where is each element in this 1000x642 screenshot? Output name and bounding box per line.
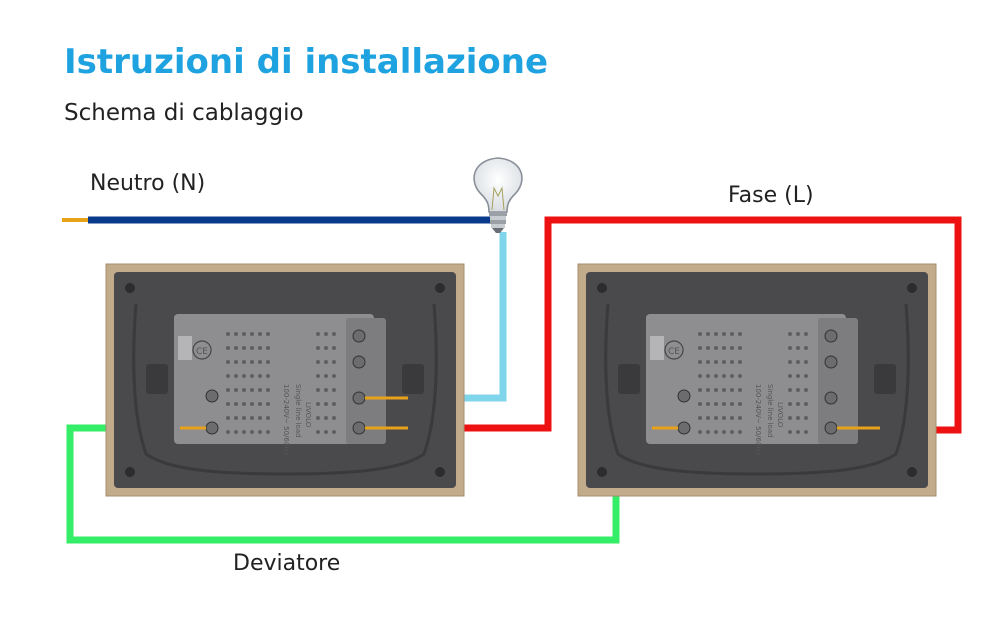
traveler-label: Deviatore bbox=[233, 551, 341, 576]
light-bulb-icon bbox=[473, 157, 523, 233]
svg-text:Single line load: Single line load bbox=[294, 384, 302, 438]
svg-text:LIVOLO: LIVOLO bbox=[776, 402, 784, 428]
page-title: Istruzioni di installazione bbox=[64, 42, 549, 82]
svg-text:CE: CE bbox=[196, 347, 208, 357]
svg-text:CE: CE bbox=[668, 347, 680, 357]
neutral-label: Neutro (N) bbox=[90, 171, 206, 196]
svg-text:100-240V~ 50/60Hz: 100-240V~ 50/60Hz bbox=[282, 384, 290, 456]
svg-text:Single line load: Single line load bbox=[766, 384, 774, 438]
phase-label: Fase (L) bbox=[728, 183, 814, 208]
switch-1: CE 100-240V~ 50/60Hz Single line load LI… bbox=[105, 263, 465, 497]
svg-text:LIVOLO: LIVOLO bbox=[304, 402, 312, 428]
svg-text:100-240V~ 50/60Hz: 100-240V~ 50/60Hz bbox=[754, 384, 762, 456]
switch-2: CE 100-240V~ 50/60Hz Single line load LI… bbox=[577, 263, 937, 497]
phase-wire bbox=[408, 216, 962, 434]
page-subtitle: Schema di cablaggio bbox=[64, 100, 304, 126]
